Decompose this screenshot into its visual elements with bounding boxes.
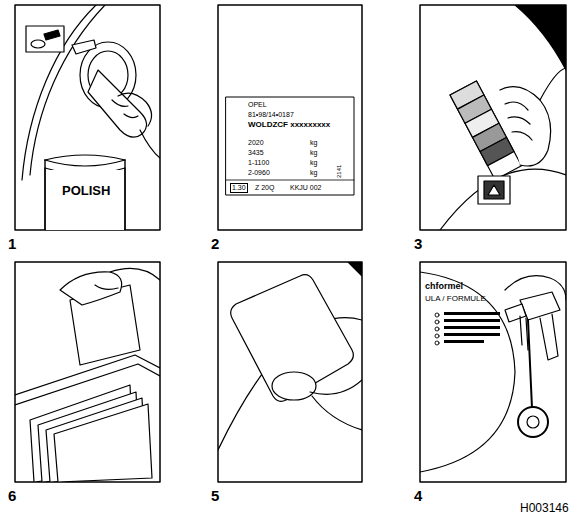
plate-weight: 3435: [248, 149, 264, 157]
panel-frame: [15, 5, 566, 482]
plate-weight: 2020: [248, 139, 264, 147]
card-box-sketch: [15, 268, 160, 482]
plate-code: 1.30: [230, 183, 248, 193]
plate-code: 2141: [336, 165, 343, 178]
figure-id: H003146: [520, 502, 569, 515]
formula-label: ULA / FORMULE: [425, 295, 486, 304]
panel-number: 4: [414, 488, 422, 505]
panel-number: 5: [211, 488, 219, 505]
plate-text: 81•98/14•0187: [248, 111, 294, 119]
panel-number: 1: [8, 236, 16, 253]
plate-unit: kg: [310, 169, 317, 177]
spray-gun-sketch: [420, 272, 566, 472]
plate-unit: kg: [310, 149, 317, 157]
polishing-sketch: [22, 5, 160, 230]
card-sketch: [218, 262, 362, 450]
plate-code: Z 20Q: [255, 184, 274, 192]
plate-weight: 1-1100: [248, 159, 269, 167]
formula-label: chformel: [425, 282, 463, 292]
plate-code: KKJU 002: [290, 184, 322, 192]
panel-number: 6: [8, 488, 16, 505]
colour-card-sketch: [440, 5, 566, 230]
plate-text: OPEL: [248, 101, 267, 109]
panel-number: 2: [211, 236, 219, 253]
can-label: POLISH: [62, 184, 110, 198]
plate-weight: 2-0960: [248, 169, 270, 177]
plate-unit: kg: [310, 139, 317, 147]
panel-number: 3: [414, 236, 422, 253]
id-plate: [226, 97, 354, 195]
plate-text: WOLDZCF xxxxxxxxx: [248, 121, 330, 130]
plate-unit: kg: [310, 159, 317, 167]
